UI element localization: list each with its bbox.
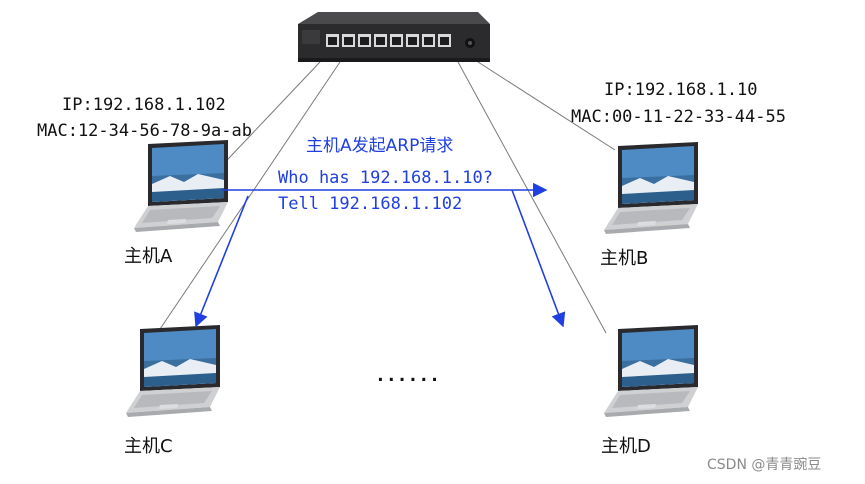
switch-port-socket — [392, 37, 401, 45]
link-switch-host-b — [477, 61, 616, 151]
switch-port-socket — [344, 37, 353, 45]
host-b-name: 主机B — [600, 248, 648, 269]
switch-port-socket — [424, 37, 433, 45]
switch-port-socket — [376, 37, 385, 45]
laptop-host-d — [604, 325, 698, 417]
host-a-name: 主机A — [124, 246, 173, 267]
laptop-host-a — [134, 140, 228, 232]
host-a-mac: MAC:12-34-56-78-9a-ab — [37, 121, 252, 141]
more-hosts-ellipsis: ...... — [375, 365, 440, 386]
link-switch-host-a — [211, 61, 321, 177]
arp-request-line1: Who has 192.168.1.10? — [278, 168, 493, 188]
laptop-host-c — [126, 325, 220, 417]
host-c-name: 主机C — [124, 436, 173, 457]
host-a-ip: IP:192.168.1.102 — [62, 95, 226, 115]
host-b-ip: IP:192.168.1.10 — [604, 80, 758, 100]
arp-arrow-to-host-c — [194, 195, 249, 328]
switch-port-socket — [360, 37, 369, 45]
host-b-mac: MAC:00-11-22-33-44-55 — [571, 107, 786, 127]
switch-port-socket — [328, 37, 337, 45]
csdn-watermark: CSDN @青青豌豆 — [707, 457, 821, 473]
arp-request-line2: Tell 192.168.1.102 — [278, 194, 462, 214]
laptop-host-b — [604, 142, 698, 234]
network-switch-icon — [298, 12, 490, 62]
arp-request-title: 主机A发起ARP请求 — [306, 136, 453, 156]
link-switch-host-c — [157, 61, 341, 333]
switch-port-socket — [440, 37, 449, 45]
host-d-name: 主机D — [601, 436, 651, 457]
switch-port-socket — [408, 37, 417, 45]
arp-arrow-to-host-d — [511, 189, 566, 328]
link-switch-host-d — [457, 61, 607, 334]
